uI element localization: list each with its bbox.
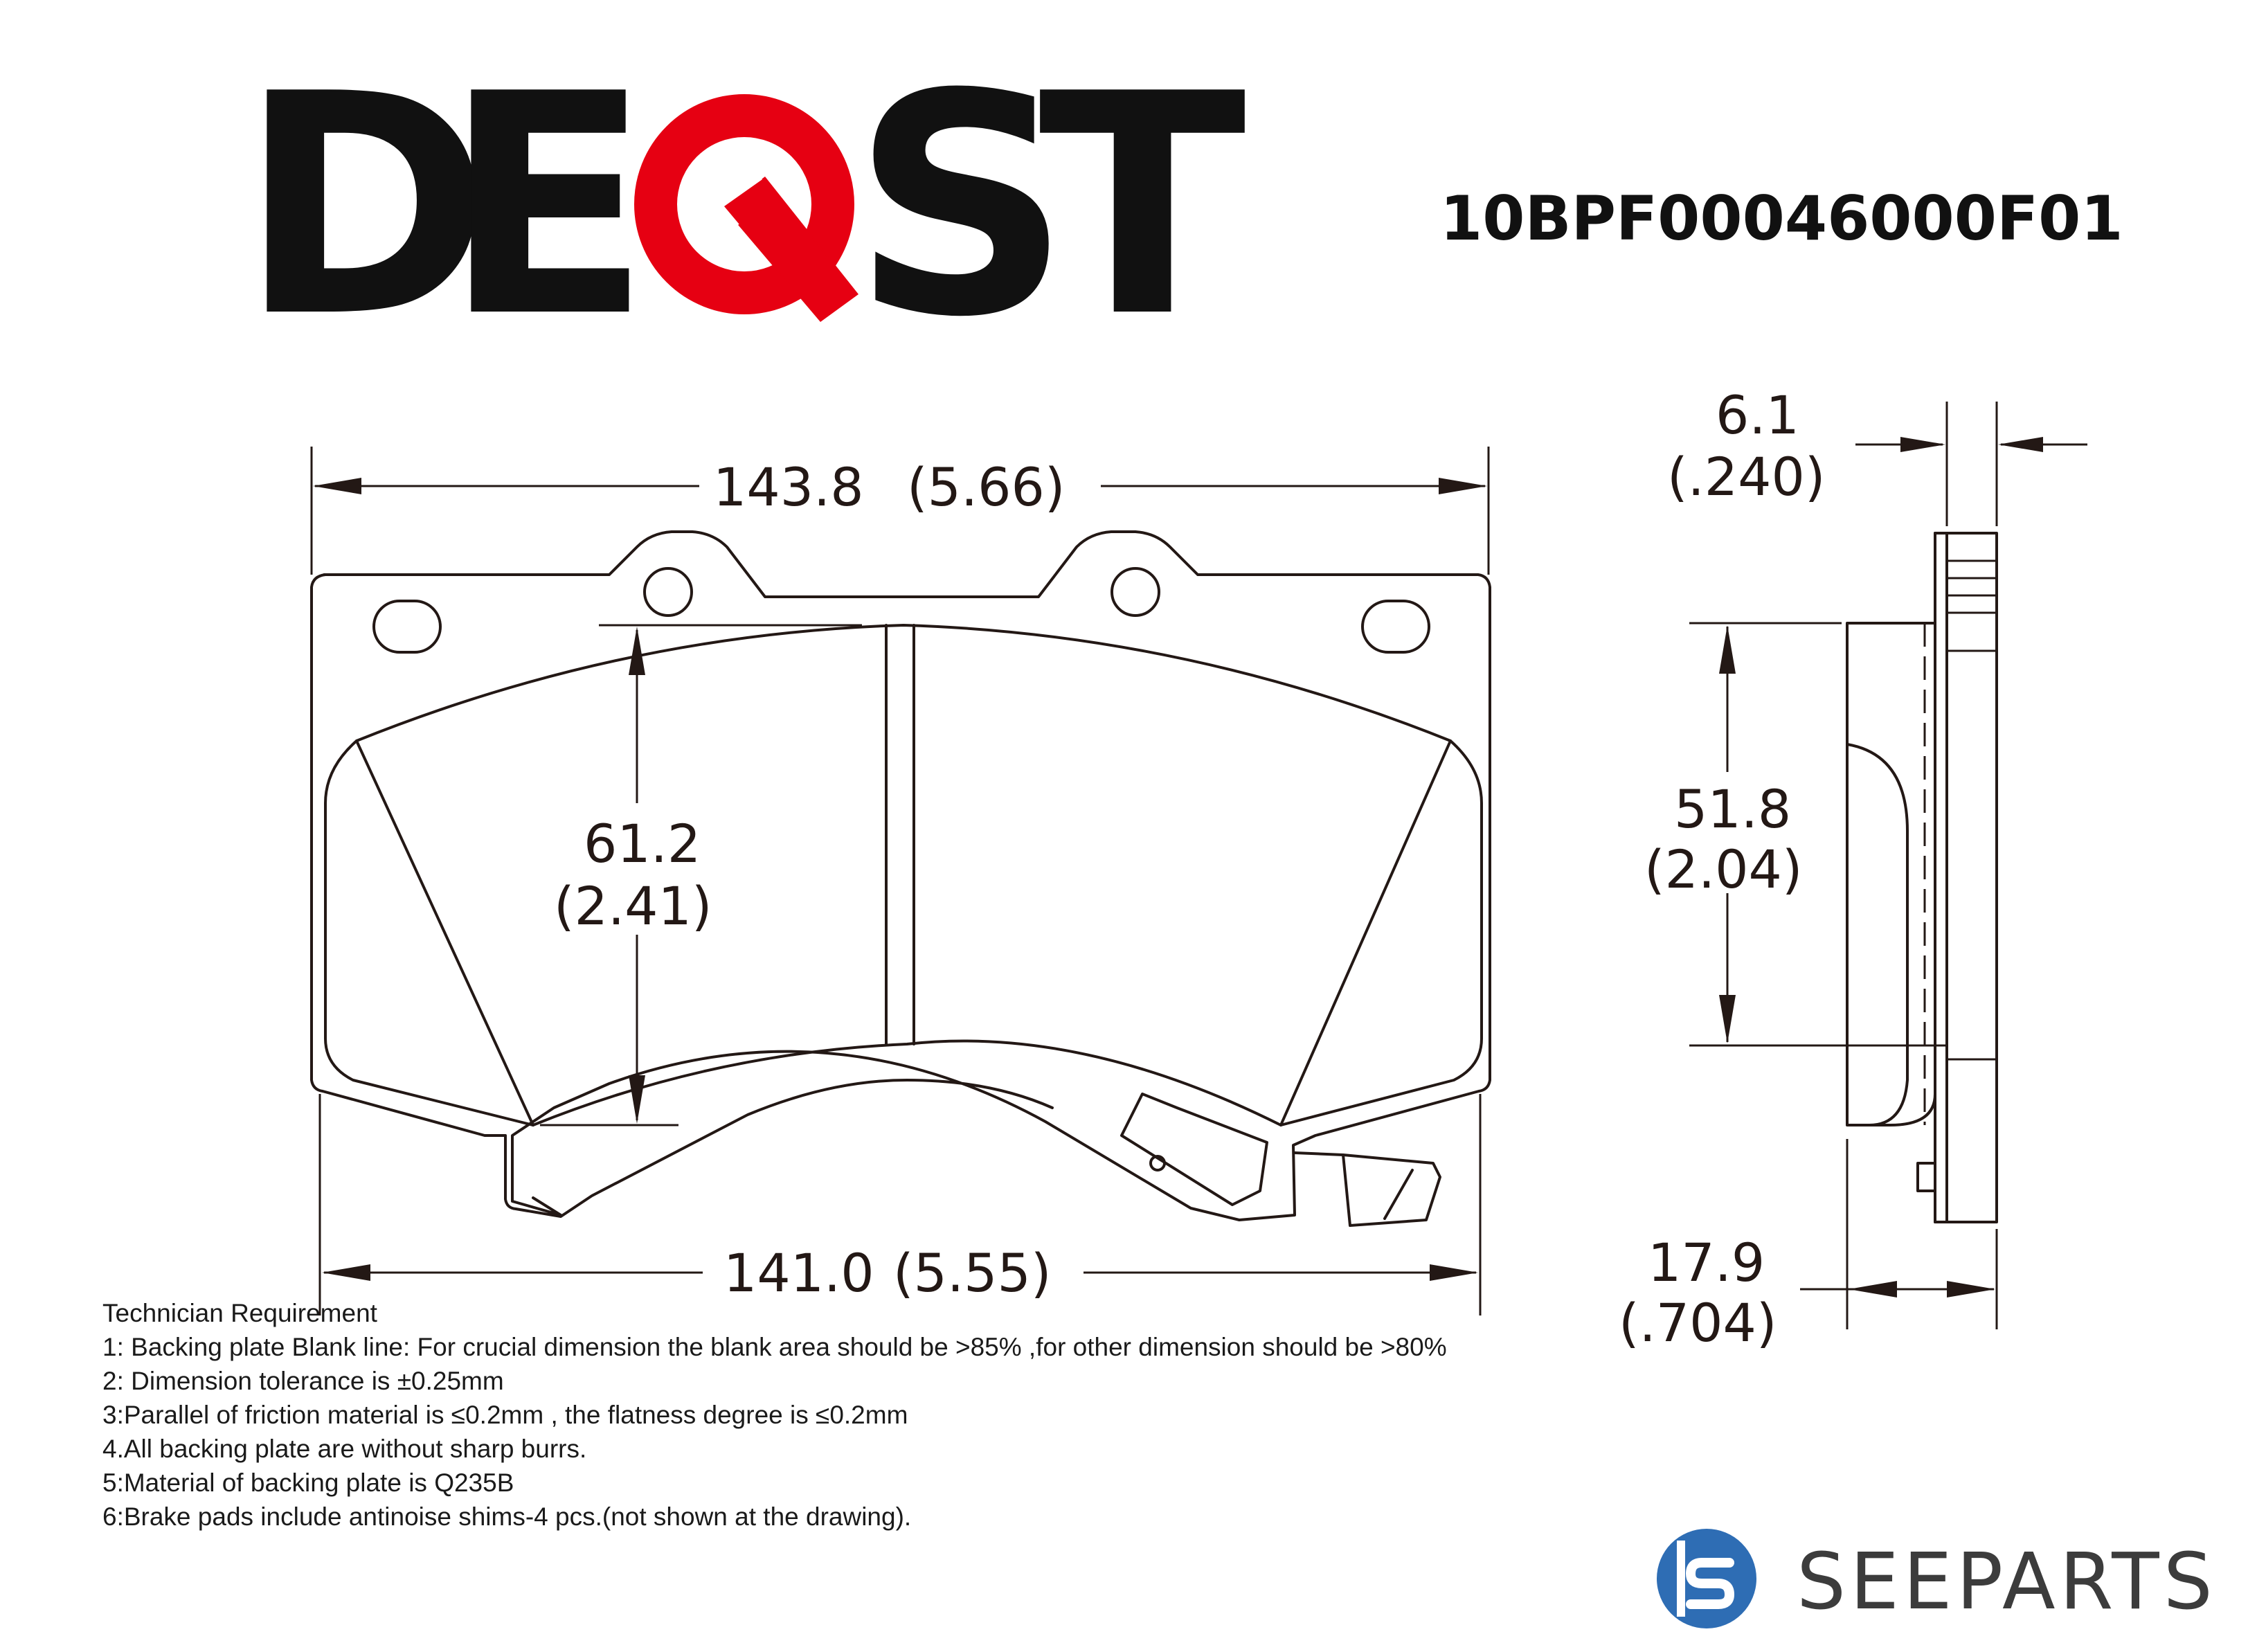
deqst-logo: D E S T (239, 29, 1248, 384)
dim-bottom-width-mm: 141.0 (723, 1242, 874, 1304)
wear-sensor (1120, 1093, 1268, 1206)
note-item-2: 2: Dimension tolerance is ±0.25mm (102, 1367, 504, 1395)
brand-letter-s: S (852, 29, 1071, 384)
dim-total-thickness-mm: 17.9 (1648, 1232, 1765, 1293)
brand-letter-d: D (239, 29, 492, 384)
dim-pad-height: 61.2 (2.41) (540, 624, 862, 1126)
dim-overall-width-mm: 143.8 (713, 456, 864, 518)
dim-plate-thickness-mm: 6.1 (1716, 384, 1799, 446)
dim-pad-height-in: (2.41) (554, 875, 712, 937)
dim-side-height-mm: 51.8 (1674, 778, 1791, 840)
note-item-6: 6:Brake pads include antinoise shims-4 p… (102, 1502, 912, 1531)
mount-hole-left (643, 567, 693, 617)
dim-overall-width: 143.8 (5.66) (310, 447, 1490, 575)
dim-side-height-in: (2.04) (1644, 838, 1803, 900)
seeparts-logo: SEEPARTS (1657, 1529, 2217, 1628)
technician-notes: Technician Requirement 1: Backing plate … (102, 1296, 1764, 1534)
dim-pad-height-mm: 61.2 (584, 813, 701, 874)
notes-title: Technician Requirement (102, 1299, 377, 1327)
note-item-1: 1: Backing plate Blank line: For crucial… (102, 1333, 1447, 1361)
note-item-5: 5:Material of backing plate is Q235B (102, 1469, 514, 1497)
brand-q-red-icon (634, 94, 858, 322)
mount-slot-right (1361, 600, 1430, 654)
dim-total-thickness-in: (.704) (1619, 1292, 1777, 1354)
friction-material (324, 624, 1483, 1227)
mount-hole-right (1110, 567, 1160, 617)
seeparts-s-icon (1657, 1529, 1756, 1628)
mount-slot-left (372, 600, 442, 654)
part-number: 10BPF00046000F01 (1440, 183, 2123, 254)
side-view: 6.1 (.240) 51.8 (2.04) 17.9 (.704) (1619, 384, 2087, 1354)
dim-bottom-width: 141.0 (5.55) (318, 1094, 1482, 1316)
note-item-3: 3:Parallel of friction material is ≤0.2m… (102, 1401, 908, 1429)
seeparts-wordmark: SEEPARTS (1797, 1537, 2217, 1627)
dim-bottom-width-in: (5.55) (893, 1242, 1052, 1304)
brand-letter-t: T (1038, 29, 1248, 384)
dim-overall-width-in: (5.66) (907, 456, 1065, 518)
brand-letter-e: E (443, 29, 651, 384)
dim-plate-thickness-in: (.240) (1667, 446, 1826, 508)
note-item-4: 4.All backing plate are without sharp bu… (102, 1435, 587, 1463)
